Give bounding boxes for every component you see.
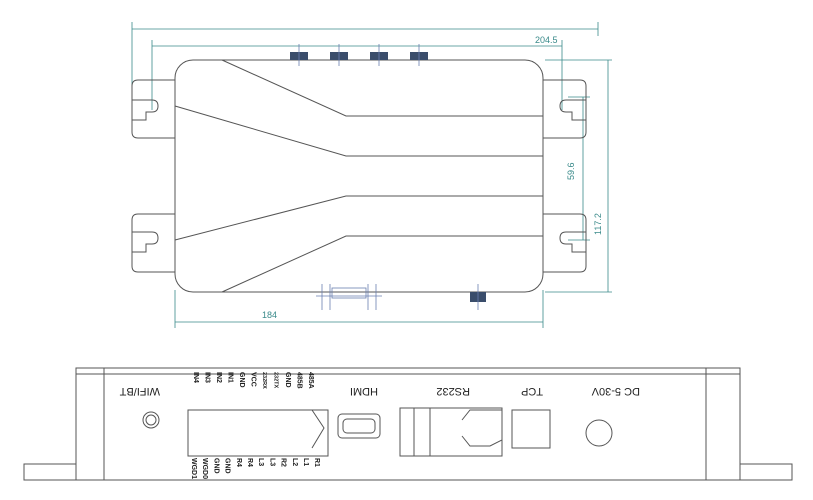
hdmi-port [337, 413, 381, 439]
rs232-port [399, 407, 503, 457]
mount-ear-bottom-left [131, 213, 175, 273]
pin-label-top-6: 232RX [261, 372, 267, 389]
hdmi-label: HDMI [350, 385, 378, 397]
mount-slot-top-right [559, 99, 586, 121]
front-housing [75, 367, 741, 481]
pin-label-bottom-7: L3 [268, 458, 275, 466]
dimension-label-width-overall: 204.5 [535, 35, 558, 45]
pin-label-bottom-8: R2 [280, 458, 287, 467]
front-labels: WIFI/BT HDMI RS232 TCP DC 5-30V [119, 385, 640, 397]
dimension-label-height-mounts: 59.6 [566, 162, 576, 180]
rs232-label: RS232 [436, 385, 470, 397]
mount-ear-bottom-right [543, 213, 587, 273]
lid-contour-lower-a [221, 235, 543, 293]
tcp-label: TCP [521, 385, 543, 397]
wifi-bt-label: WIFI/BT [119, 385, 160, 397]
lid-contour-upper-a [221, 59, 543, 117]
front-flange-right [739, 463, 793, 481]
terminal-pin-labels-top: IN4 IN3 IN2 IN1 GND VCC 232RX 232TX GND 485B 485A [192, 372, 314, 389]
front-view [23, 367, 793, 481]
pin-label-top-0: IN4 [192, 372, 199, 383]
mount-slot-bottom-left [132, 231, 159, 253]
tcp-port [511, 409, 551, 449]
pin-label-top-5: VCC [250, 372, 257, 387]
pin-label-top-4: GND [238, 372, 245, 388]
mount-ear-top-right [543, 79, 587, 139]
lid-contour-lower-b [174, 195, 543, 241]
pin-label-top-8: GND [284, 372, 291, 388]
pin-label-top-7: 232TX [273, 372, 279, 389]
pin-label-bottom-10: L1 [302, 458, 309, 466]
mount-slot-bottom-right [559, 231, 586, 253]
top-antenna-ports [290, 44, 486, 310]
top-view [131, 22, 612, 328]
pin-label-bottom-1: WGD0 [201, 458, 208, 479]
pin-label-top-2: IN2 [215, 372, 222, 383]
pin-label-bottom-2: GND [212, 458, 219, 474]
pin-label-bottom-3: GND [224, 458, 231, 474]
dc-power-jack [585, 419, 613, 447]
bottom-connector-outline [316, 284, 382, 310]
terminal-latch [311, 409, 325, 449]
dimension-label-height-body: 117.2 [593, 213, 603, 235]
dimension-label-width-body: 184 [262, 310, 277, 320]
mount-ear-top-left [131, 79, 175, 139]
pin-label-top-9: 485B [296, 372, 303, 389]
pin-label-top-1: IN3 [204, 372, 211, 383]
pin-label-bottom-11: R1 [313, 458, 320, 467]
terminal-pin-labels-bottom: WGD1 WGD0 GND GND R4 R4 L3 L3 R2 L2 L1 R1 [190, 458, 320, 479]
terminal-block [187, 409, 329, 457]
mount-slot-top-left [132, 99, 159, 121]
pin-label-bottom-4: R4 [235, 458, 242, 467]
enclosure-body-top [174, 59, 544, 293]
lid-contour-upper-b [174, 105, 543, 157]
pin-label-bottom-5: R4 [246, 458, 253, 467]
pin-label-top-10: 485A [307, 372, 314, 389]
front-flange-left [23, 463, 77, 481]
pin-label-bottom-0: WGD1 [190, 458, 197, 479]
pin-label-bottom-6: L3 [257, 458, 264, 466]
power-label: DC 5-30V [591, 385, 640, 397]
pin-label-top-3: IN1 [227, 372, 234, 383]
wifi-bt-port [142, 411, 160, 429]
pin-label-bottom-9: L2 [291, 458, 298, 466]
